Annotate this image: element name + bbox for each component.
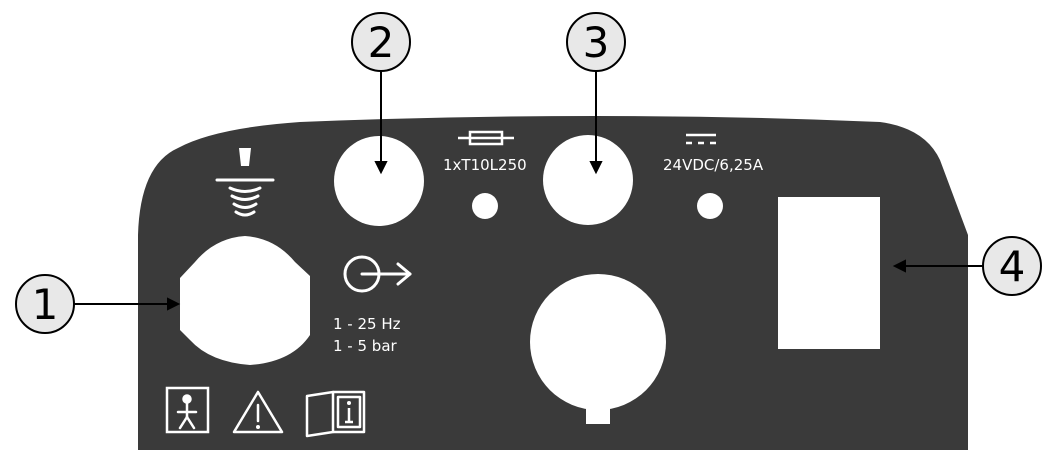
fuse-icon (458, 130, 514, 146)
shockwave-applicator-icon (215, 148, 275, 217)
type-bf-person-icon (165, 386, 210, 434)
fuse-rating-label: 1xT10L250 (443, 156, 527, 174)
port-1-cutout (180, 236, 310, 365)
consult-manual-icon (305, 390, 366, 438)
callout-3-number: 3 (583, 18, 610, 67)
main-connector-cutout (530, 274, 666, 424)
pressure-label: 1 - 5 bar (333, 337, 398, 355)
fuse-holder-hole (472, 193, 498, 219)
callout-1: 1 (15, 274, 75, 334)
power-indicator-hole (697, 193, 723, 219)
port-4-cutout (778, 197, 880, 349)
callout-3: 3 (566, 12, 626, 72)
port-3-cutout (543, 135, 633, 225)
port-2-cutout (334, 136, 424, 226)
callout-4: 4 (982, 236, 1042, 296)
callout-2-number: 2 (368, 18, 395, 67)
callout-1-number: 1 (32, 280, 59, 329)
warning-triangle-icon (232, 390, 284, 434)
callout-4-number: 4 (999, 242, 1026, 291)
frequency-label: 1 - 25 Hz (333, 315, 401, 333)
callout-leader-lines (73, 70, 985, 311)
output-arrow-icon (343, 255, 412, 293)
dc-power-icon (686, 133, 716, 145)
power-rating-label: 24VDC/6,25A (663, 156, 764, 174)
callout-2: 2 (351, 12, 411, 72)
